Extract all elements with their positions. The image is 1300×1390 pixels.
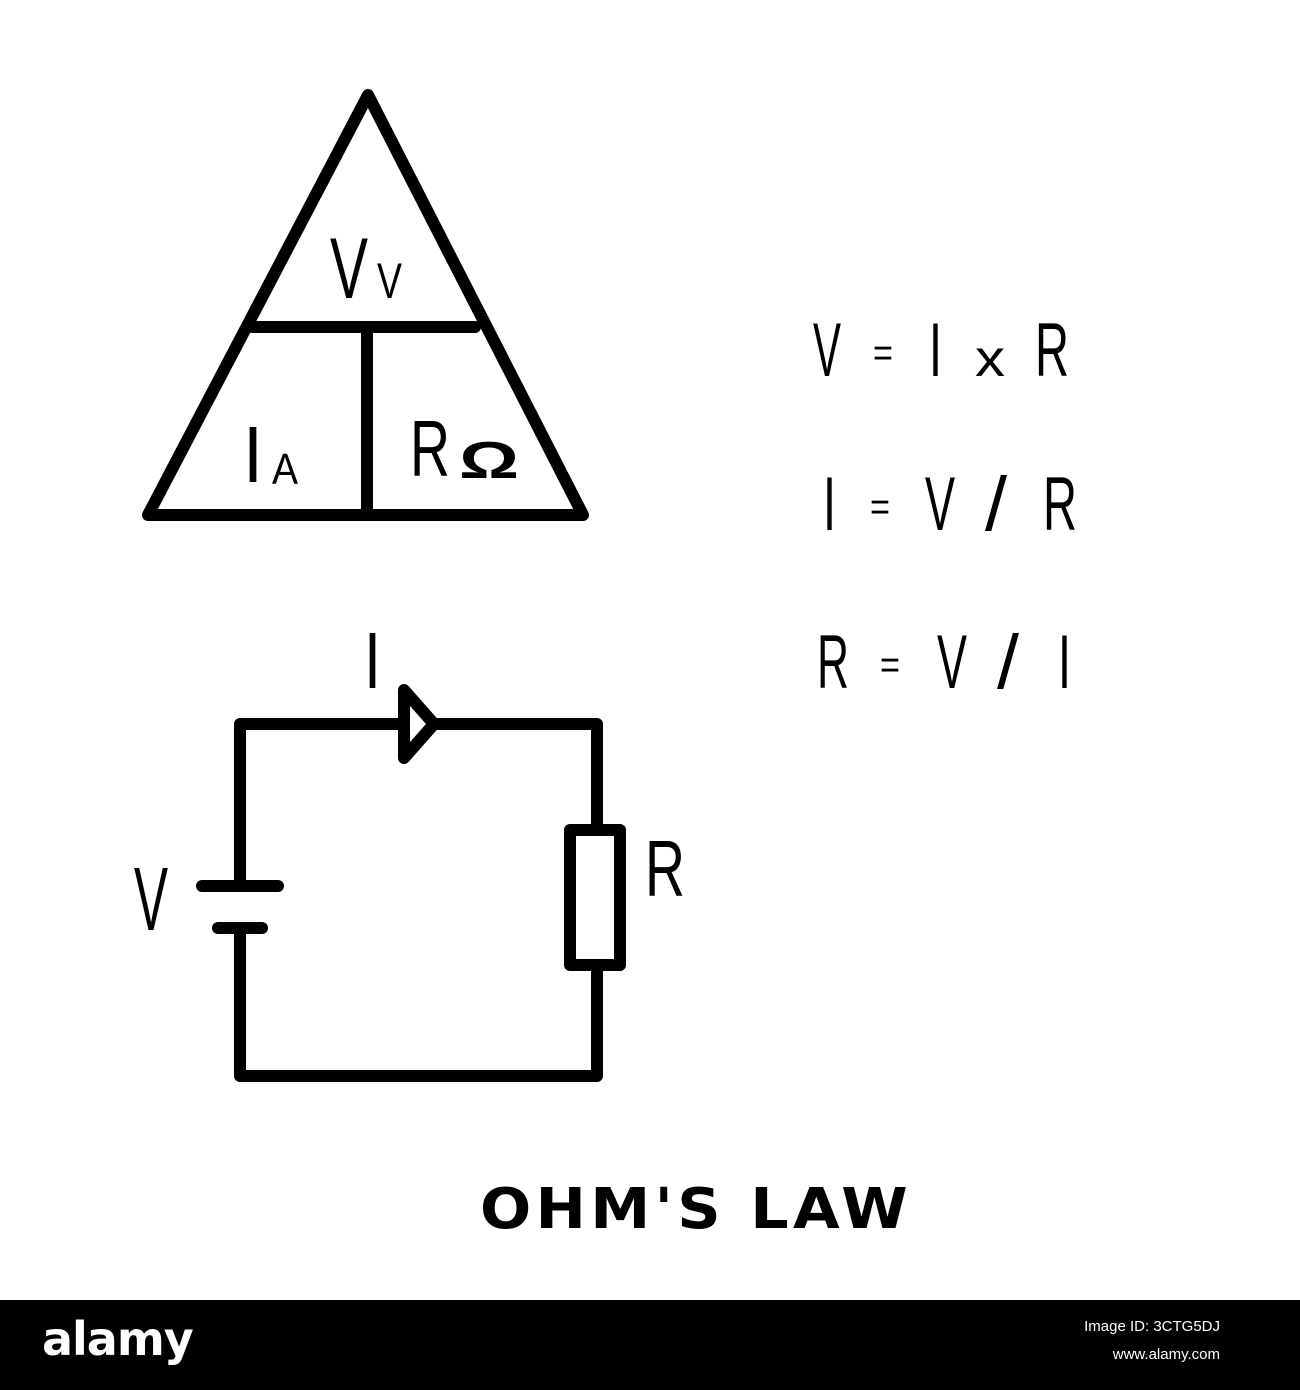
equation-operand-a: I — [929, 308, 942, 393]
image-id-label: Image ID: 3CTG5DJ — [1084, 1318, 1220, 1335]
circuit-resistor-label: R — [645, 824, 685, 913]
equation-operand-b: I — [1058, 620, 1071, 705]
equation-row: R = V / I — [817, 620, 1071, 705]
diagram-title: OHM'S LAW — [480, 1177, 912, 1242]
equation-row: V = I x R — [813, 308, 1069, 393]
equation-operand-a: V — [925, 462, 955, 547]
equation-lhs: I — [823, 462, 836, 547]
equation-operand-b: R — [1035, 308, 1069, 393]
triangle-resistance-symbol: R — [410, 404, 450, 493]
equation-row: I = V / R — [823, 462, 1077, 547]
brand-logo: alamy — [42, 1312, 194, 1366]
circuit-voltage-label: V — [134, 850, 168, 950]
triangle-voltage-unit: V — [377, 253, 402, 309]
current-direction-arrow-icon — [398, 684, 440, 764]
equation-operator: / — [997, 620, 1020, 705]
equation-equals: = — [873, 331, 893, 375]
stock-watermark-bar: alamy Image ID: 3CTG5DJ www.alamy.com — [0, 1300, 1300, 1390]
triangle-ohm-unit: Ω — [459, 432, 519, 490]
triangle-voltage-symbol: V — [330, 221, 368, 317]
equation-list: V = I x R I = V / R R = V / I — [813, 308, 1077, 705]
equation-operator: x — [975, 330, 1005, 388]
resistor-symbol — [564, 824, 626, 971]
circuit-wire — [234, 922, 603, 1082]
ohms-law-diagram: V V I A R Ω V = I x R I = V / R R = V / … — [134, 89, 1077, 1242]
triangle-current-unit: A — [272, 445, 299, 494]
equation-equals: = — [880, 643, 900, 687]
ohms-law-triangle — [142, 89, 589, 521]
equation-lhs: V — [813, 308, 841, 393]
equation-operand-a: V — [937, 620, 967, 705]
circuit-current-label: I — [364, 616, 381, 705]
equation-equals: = — [870, 485, 890, 529]
triangle-current-symbol: I — [243, 410, 263, 499]
equation-operator: / — [985, 462, 1008, 547]
equation-operand-b: R — [1043, 462, 1077, 547]
site-url-label: www.alamy.com — [1112, 1346, 1220, 1363]
equation-lhs: R — [817, 620, 849, 705]
circuit-diagram — [196, 684, 626, 1082]
